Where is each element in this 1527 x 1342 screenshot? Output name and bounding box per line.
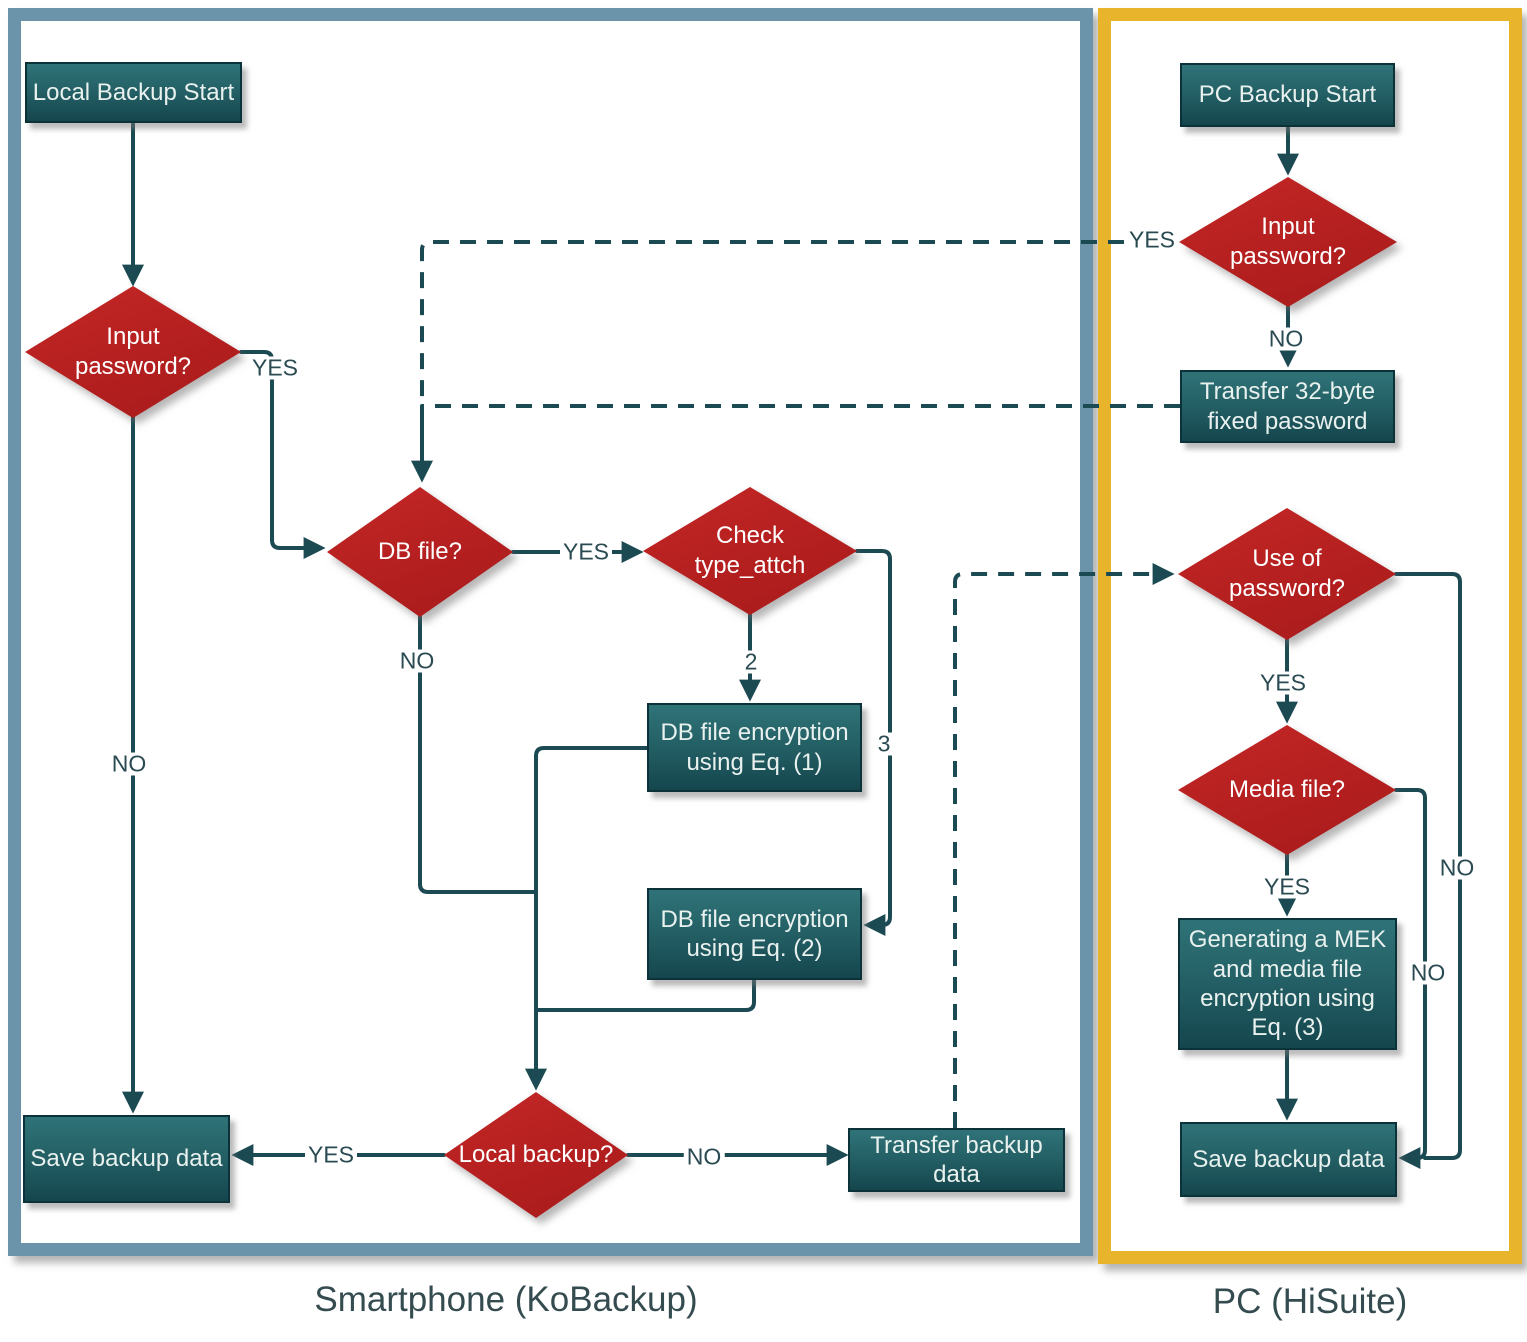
edge-dashed-inputpwd-yes-to-dbfile: [420, 240, 1178, 406]
node-db-encrypt-eq1-label: DB file encryption using Eq. (1): [660, 719, 849, 776]
edge-eq1-to-localbackup: [525, 746, 649, 1091]
node-transfer-32byte: Transfer 32-byte fixed password: [1180, 370, 1395, 443]
edge-inputpwd-yes-to-dbfile: [239, 350, 326, 559]
node-save-backup-left: Save backup data: [23, 1115, 230, 1203]
edge-label-db-file-no: NO: [396, 649, 438, 673]
node-save-backup-right: Save backup data: [1180, 1122, 1397, 1197]
edge-label-attch-3: 3: [874, 732, 894, 756]
local-backup-shape: Local backup?: [444, 1092, 628, 1218]
edge-label-use-yes: YES: [1256, 671, 1310, 695]
node-transfer-backup-label: Transfer backup data: [870, 1131, 1043, 1188]
db-file-shape: DB file?: [327, 487, 513, 617]
node-check-type-attch-label: Check type_attch: [694, 522, 806, 579]
node-db-encrypt-eq2: DB file encryption using Eq. (2): [647, 888, 862, 980]
node-db-file-label: DB file?: [377, 538, 463, 565]
edge-label-use-no: NO: [1436, 856, 1478, 880]
edge-label-media-no: NO: [1407, 961, 1449, 985]
edge-label-input-right-yes: YES: [1125, 228, 1179, 252]
edge-label-local-no: NO: [683, 1145, 725, 1169]
node-use-of-password-label: Use of password?: [1228, 545, 1346, 602]
edge-label-db-file-yes: YES: [559, 540, 613, 564]
node-mek-encrypt-eq3-label: Generating a MEK and media file encrypti…: [1188, 926, 1387, 1042]
node-input-password-right: Input password?: [1179, 177, 1397, 307]
node-local-backup-start: Local Backup Start: [25, 62, 242, 123]
smartphone-panel-frame: [8, 8, 1093, 1256]
node-db-encrypt-eq1: DB file encryption using Eq. (1): [647, 703, 862, 792]
node-input-password-right-label: Input password?: [1229, 213, 1347, 270]
pc-panel-caption: PC (HiSuite): [1212, 1282, 1408, 1321]
check-type-attch-shape: Check type_attch: [643, 487, 857, 615]
node-check-type-attch: Check type_attch: [643, 487, 857, 615]
media-file-shape: Media file?: [1178, 725, 1396, 855]
node-pc-backup-start-label: PC Backup Start: [1198, 81, 1377, 109]
use-of-password-shape: Use of password?: [1178, 508, 1396, 640]
node-input-password-left: Input password?: [25, 286, 241, 418]
edge-dashed-transfer-to-usepwd: [953, 563, 1175, 1128]
node-pc-backup-start: PC Backup Start: [1180, 63, 1395, 127]
input-password-left-shape: Input password?: [25, 286, 241, 418]
edge-eq2-join: [534, 978, 756, 1012]
node-local-backup: Local backup?: [444, 1092, 628, 1218]
edge-label-media-yes: YES: [1260, 875, 1314, 899]
node-db-encrypt-eq2-label: DB file encryption using Eq. (2): [660, 905, 849, 962]
node-use-of-password: Use of password?: [1178, 508, 1396, 640]
input-password-right-shape: Input password?: [1179, 177, 1397, 307]
node-local-backup-label: Local backup?: [458, 1141, 614, 1168]
edge-dbfile-no-join: [418, 615, 538, 894]
edge-label-input-right-no: NO: [1265, 327, 1307, 351]
node-transfer-backup: Transfer backup data: [848, 1128, 1065, 1192]
node-transfer-32byte-label: Transfer 32-byte fixed password: [1199, 378, 1376, 435]
smartphone-panel-caption: Smartphone (KoBackup): [314, 1280, 698, 1319]
edge-label-input-left-no: NO: [108, 752, 150, 776]
node-local-backup-start-label: Local Backup Start: [32, 78, 235, 106]
node-media-file: Media file?: [1178, 725, 1396, 855]
edge-label-local-yes: YES: [304, 1143, 358, 1167]
pc-panel-frame: [1098, 8, 1522, 1264]
node-input-password-left-label: Input password?: [74, 323, 192, 380]
node-db-file: DB file?: [327, 487, 513, 617]
edge-label-input-left-yes: YES: [248, 356, 302, 380]
edge-label-attch-2: 2: [741, 650, 761, 674]
node-media-file-label: Media file?: [1228, 776, 1346, 803]
node-save-backup-left-label: Save backup data: [30, 1145, 223, 1173]
node-mek-encrypt-eq3: Generating a MEK and media file encrypti…: [1178, 918, 1397, 1050]
node-save-backup-right-label: Save backup data: [1192, 1145, 1385, 1173]
